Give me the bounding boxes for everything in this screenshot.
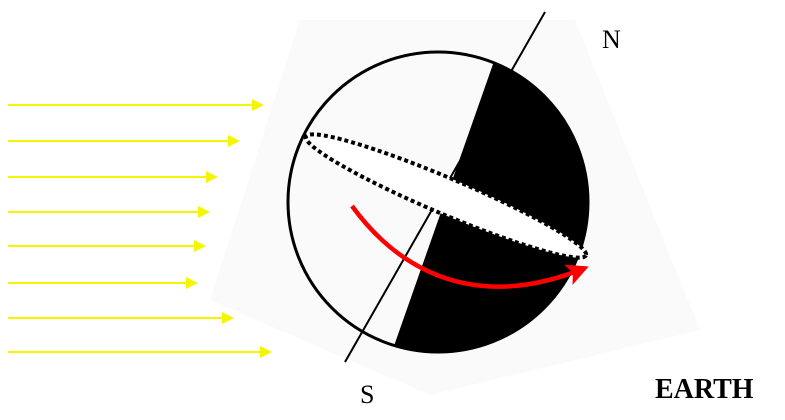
earth-title: EARTH <box>655 374 754 405</box>
north-label: N <box>602 25 621 54</box>
globe-outline <box>286 50 590 354</box>
rotation-arrow <box>350 204 589 289</box>
south-label: S <box>360 380 375 409</box>
sun-rays <box>8 99 272 358</box>
night-side <box>375 52 588 352</box>
